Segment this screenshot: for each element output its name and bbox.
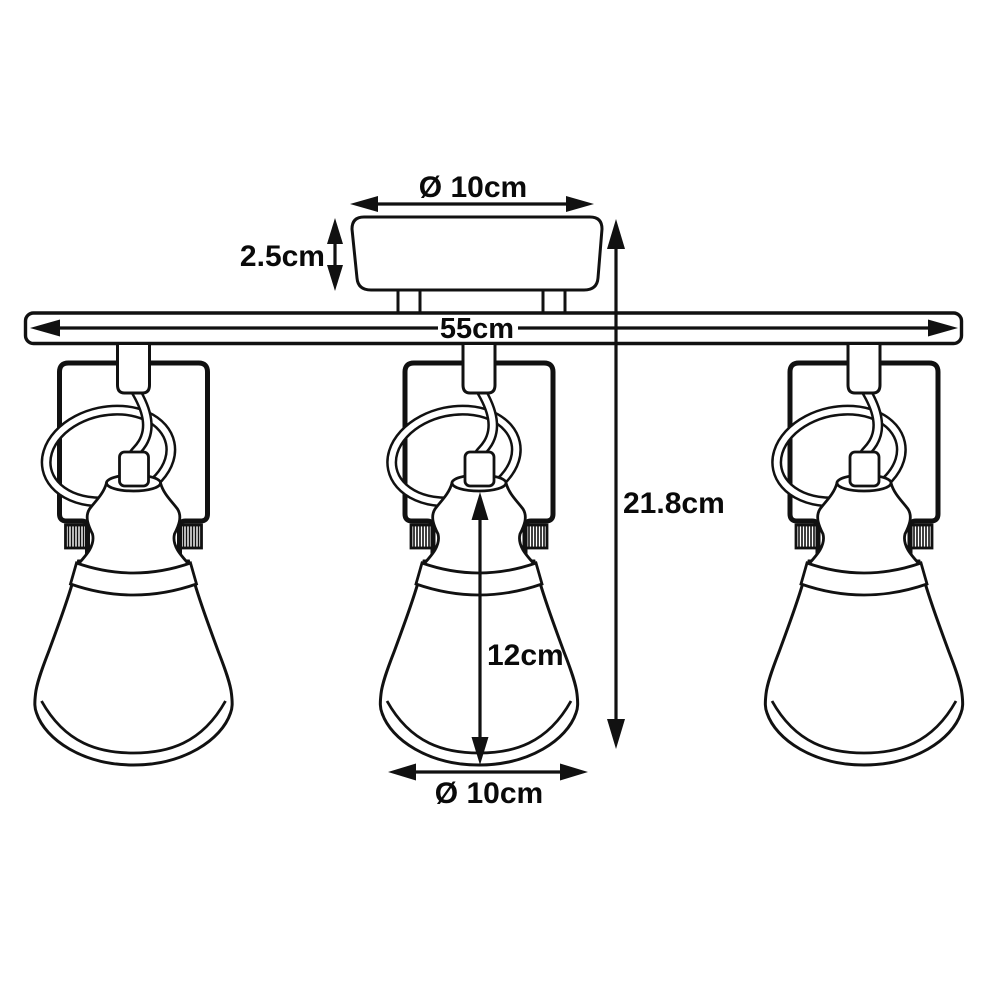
arrowhead-up-icon: [471, 492, 489, 520]
dim-canopy-height: 2.5cm: [240, 218, 343, 291]
arrowhead-up-icon: [607, 219, 625, 249]
arrowhead-left-icon: [30, 319, 60, 337]
arrowhead-down-icon: [607, 719, 625, 749]
dim-shade-diameter: Ø 10cm: [388, 763, 588, 810]
mounting-bar: [23, 311, 964, 346]
arrowhead-right-icon: [560, 763, 588, 781]
dim-shade-height: 12cm: [471, 492, 564, 765]
dim-canopy-diameter: Ø 10cm: [350, 171, 594, 212]
arrowhead-down-icon: [327, 265, 343, 291]
dim-bar-length: 55cm: [30, 313, 958, 345]
arrowhead-up-icon: [327, 218, 343, 244]
canopy-diameter-label: Ø 10cm: [419, 171, 527, 204]
shade-height-label: 12cm: [487, 639, 564, 672]
bar-length-label: 55cm: [440, 313, 514, 345]
spotlight-right: [765, 345, 962, 765]
total-height-label: 21.8cm: [623, 487, 725, 520]
dim-total-height: 21.8cm: [607, 219, 725, 749]
arrowhead-down-icon: [471, 737, 489, 765]
ceiling-canopy: [350, 215, 604, 292]
canopy-stems: [396, 291, 567, 315]
arrowhead-left-icon: [350, 196, 378, 212]
arrowhead-left-icon: [388, 763, 416, 781]
arrowhead-right-icon: [928, 319, 958, 337]
spotlight-left: [35, 345, 232, 765]
canopy-height-label: 2.5cm: [240, 240, 325, 273]
arrowhead-right-icon: [566, 196, 594, 212]
shade-diameter-label: Ø 10cm: [435, 777, 543, 810]
